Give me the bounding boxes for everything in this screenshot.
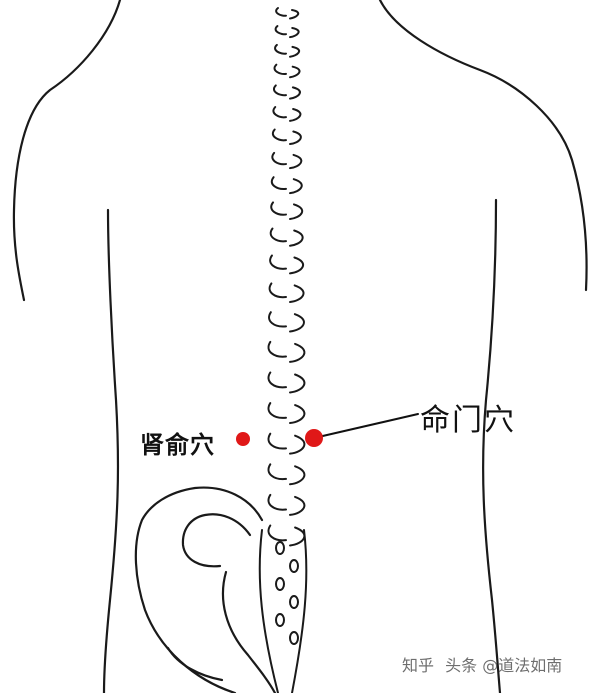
- vertebra: [275, 7, 300, 20]
- watermark-platform: 知乎: [402, 656, 435, 675]
- shenshu-label: 肾俞穴: [140, 431, 215, 459]
- vertebra: [271, 128, 302, 146]
- sacral-foramen: [275, 541, 285, 555]
- vertebra: [267, 524, 306, 547]
- spine: [258, 7, 308, 694]
- sacral-foramen: [275, 577, 285, 591]
- vertebra: [267, 340, 306, 363]
- body-outline-right: [378, 0, 588, 292]
- vertebra: [269, 254, 305, 275]
- vertebra: [274, 25, 300, 39]
- vertebra: [272, 106, 302, 122]
- sacrum-outline: [258, 529, 308, 694]
- body-outline-left: [12, 0, 122, 302]
- vertebra: [267, 402, 306, 425]
- pelvis-inner-2: [221, 570, 277, 695]
- arm-inner-left: [102, 208, 120, 695]
- watermark-handle: 头条 @道法如南: [445, 656, 563, 675]
- sacral-foramen: [289, 559, 299, 573]
- vertebra: [267, 371, 306, 394]
- vertebra: [273, 63, 301, 79]
- hip-joint: [166, 646, 224, 682]
- vertebra: [269, 227, 304, 247]
- vertebra: [274, 43, 301, 58]
- shenshu-point: [236, 432, 250, 446]
- mingmen-label: 命门穴: [420, 403, 516, 438]
- vertebra: [270, 201, 304, 220]
- mingmen-callout-line: [313, 413, 419, 439]
- vertebra: [268, 311, 305, 333]
- vertebra: [267, 432, 306, 455]
- arm-inner-right: [482, 198, 502, 695]
- mingmen-point: [305, 429, 323, 447]
- vertebra: [271, 151, 303, 170]
- pelvis-outline: [134, 486, 264, 695]
- watermark: 知乎 头条 @道法如南: [402, 652, 568, 676]
- vertebra: [272, 84, 301, 100]
- pelvis-inner: [181, 513, 252, 568]
- sacral-foramen: [275, 613, 285, 627]
- vertebra: [270, 176, 303, 195]
- vertebra: [267, 493, 306, 516]
- sacral-foramen: [289, 631, 299, 645]
- vertebra: [267, 463, 306, 486]
- vertebra: [268, 282, 305, 303]
- sacral-foramen: [289, 595, 299, 609]
